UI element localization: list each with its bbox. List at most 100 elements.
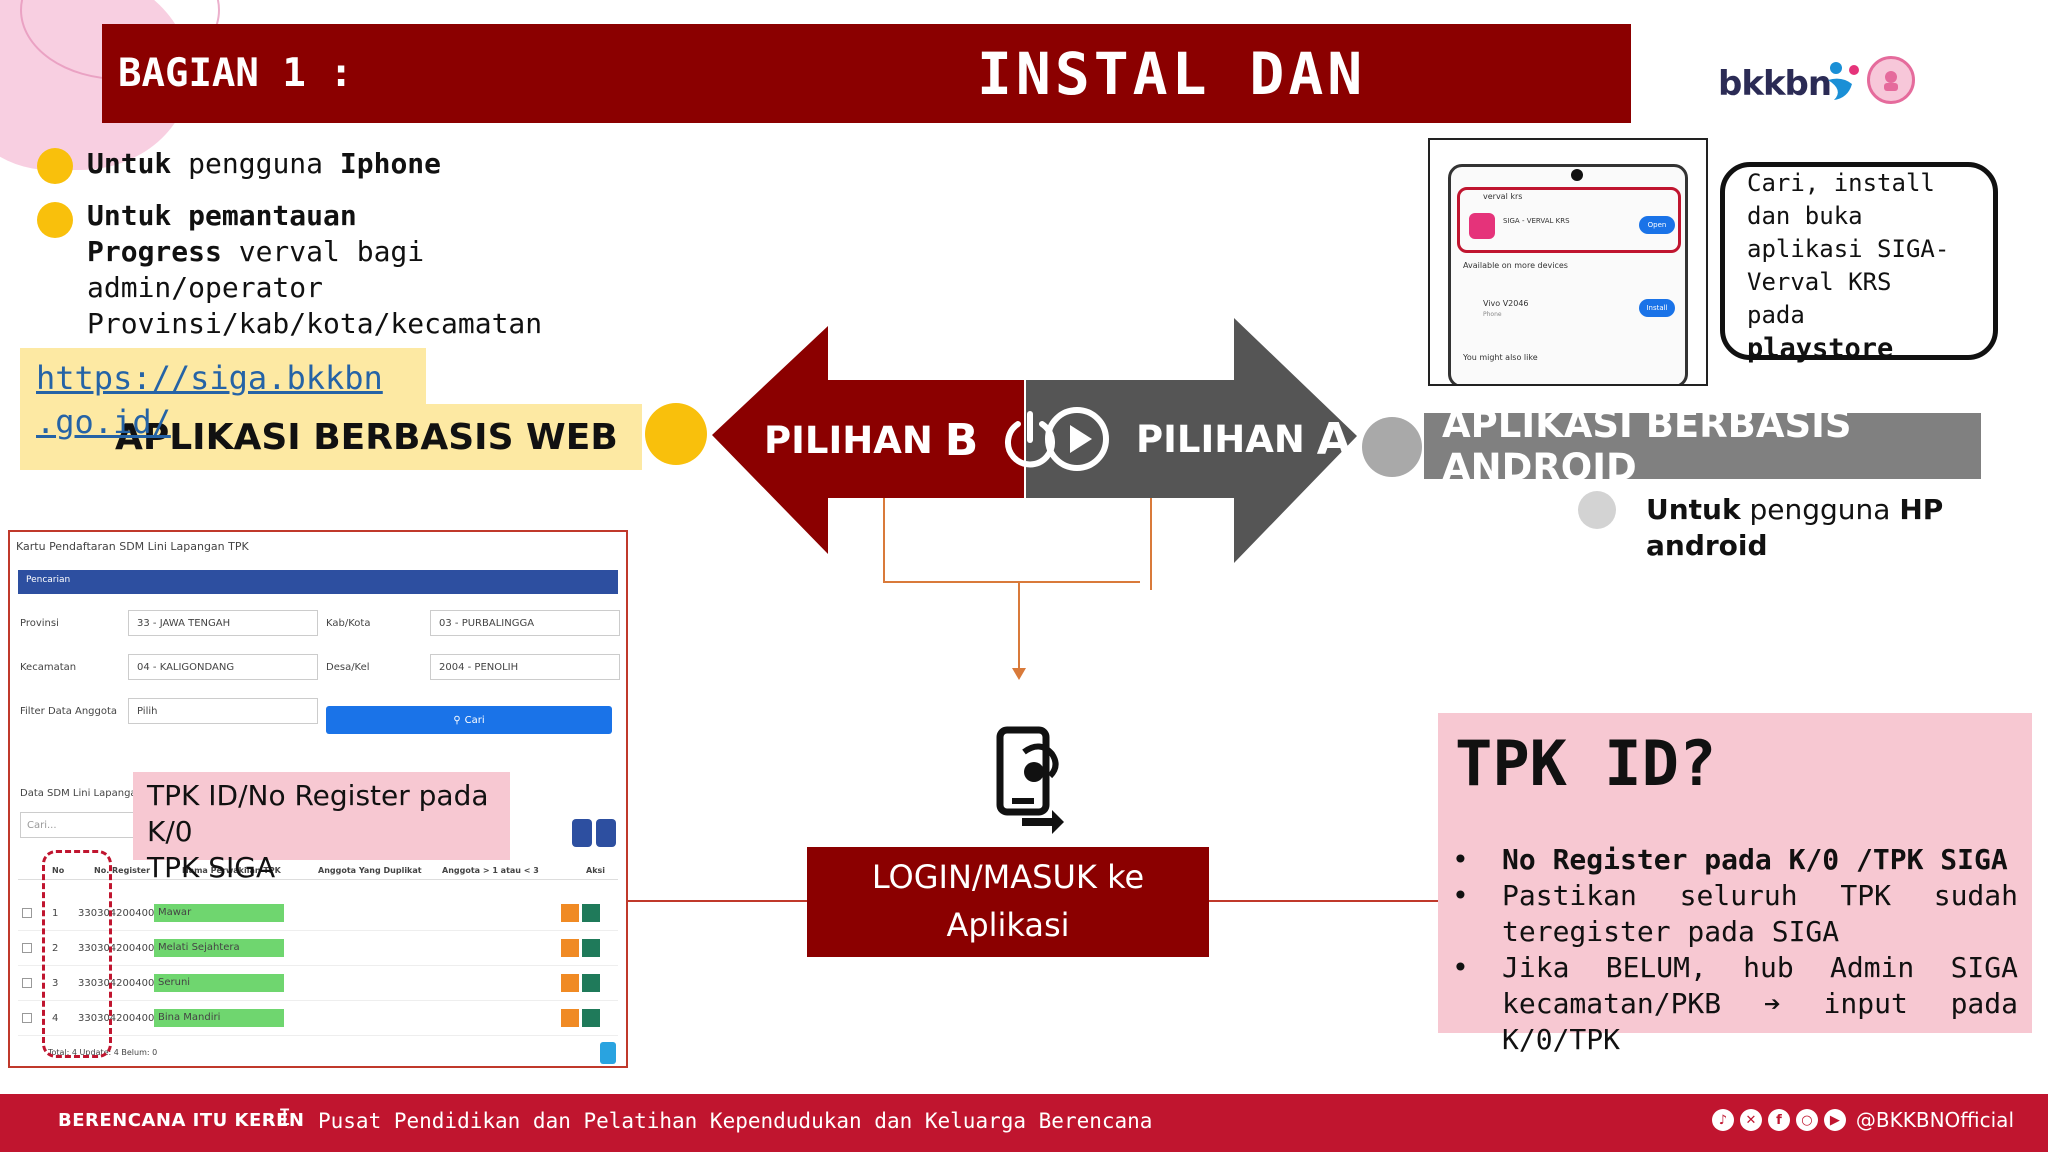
callout-line: pada	[1747, 301, 1805, 329]
banner-part1: BAGIAN 1 :	[118, 51, 353, 96]
detail-icon[interactable]	[561, 974, 579, 992]
banner-part2: INSTAL DAN	[977, 39, 1367, 108]
android-user-line: Untuk pengguna HP android	[1646, 492, 2048, 564]
bullet-dot: •	[1452, 951, 1469, 984]
bullet-dot: •	[1452, 879, 1469, 912]
callout-line: Verval KRS	[1747, 268, 1892, 296]
tiktok-icon[interactable]: ♪	[1711, 1109, 1734, 1131]
tpk-list-item: • No Register pada K/0 /TPK SIGA	[1452, 842, 2018, 878]
pilihan-a-label: PILIHAN	[1136, 417, 1305, 461]
filter-select[interactable]: Pilih	[128, 698, 318, 724]
col-header: Nama Perwakilan TPK	[182, 866, 281, 875]
row-checkbox[interactable]	[22, 1013, 32, 1023]
row-name: Mawar	[154, 904, 284, 922]
url-line1[interactable]: https://siga.bkkbn	[36, 359, 383, 397]
edit-icon[interactable]	[582, 974, 600, 992]
row-no: 4	[52, 1012, 59, 1024]
login-instruction: LOGIN/MASUK ke Aplikasi dengan TPK ID	[807, 847, 1209, 993]
pilihan-b[interactable]: PILIHAN B	[764, 410, 1060, 470]
login-line2-bold: TPK ID	[1006, 952, 1141, 993]
callout-playstore: playstore	[1747, 333, 1894, 364]
tpk-list-item: • Jika BELUM, hub Admin SIGA kecamatan/P…	[1452, 950, 2018, 1058]
phone-search-text: verval krs	[1483, 192, 1523, 201]
export-button[interactable]	[572, 819, 592, 847]
row-checkbox[interactable]	[22, 978, 32, 988]
kabkota-select[interactable]: 03 - PURBALINGGA	[430, 610, 620, 636]
row-checkbox[interactable]	[22, 908, 32, 918]
gray-dot-icon	[1362, 417, 1422, 477]
search-button[interactable]: ⚲ Cari	[326, 706, 612, 734]
tpk-item-text: Jika BELUM, hub Admin SIGA kecamatan/PKB…	[1502, 951, 2018, 1056]
pilihan-a[interactable]: PILIHAN A	[1044, 406, 1351, 472]
form-label: Desa/Kel	[326, 662, 370, 673]
monitoring-line4: Provinsi/kab/kota/kecamatan	[87, 307, 543, 340]
edit-icon[interactable]	[582, 1009, 600, 1027]
bullet-dot: •	[1452, 843, 1469, 876]
row-name: Melati Sejahtera	[154, 939, 284, 957]
print-button[interactable]	[596, 819, 616, 847]
table-row[interactable]: 4 3303042004004 Bina Mandiri	[18, 1001, 618, 1036]
row-register: 3303042004001	[78, 907, 161, 919]
table-row[interactable]: 2 3303042004002 Melati Sejahtera	[18, 931, 618, 966]
monitoring-line2-bold: Progress	[87, 235, 222, 268]
table-row[interactable]: 3 3303042004003 Seruni	[18, 966, 618, 1001]
web-app-label: APLIKASI BERBASIS WEB	[20, 404, 642, 470]
power-icon	[1005, 411, 1056, 468]
phone-might-like: You might also like	[1463, 353, 1538, 362]
row-register: 3303042004002	[78, 942, 161, 954]
web-app-label-text: APLIKASI BERBASIS WEB	[115, 416, 618, 458]
logo-text: bkkbn	[1718, 64, 1832, 104]
social-links: ♪ ✕ f ○ ▶ @BKKBNOfficial	[1711, 1108, 2014, 1132]
phone-app-name: SIGA - VERVAL KRS	[1503, 217, 1570, 225]
desa-select[interactable]: 2004 - PENOLIH	[430, 654, 620, 680]
detail-icon[interactable]	[561, 1009, 579, 1027]
arrow-b-shape	[712, 326, 1024, 554]
monitoring-line3: admin/operator	[87, 271, 324, 304]
table-row[interactable]: 1 3303042004001 Mawar	[18, 896, 618, 931]
playstore-screenshot: verval krs SIGA - VERVAL KRS Open Availa…	[1428, 138, 1708, 386]
iphone-line-bold2: Iphone	[339, 147, 442, 180]
edit-icon[interactable]	[582, 904, 600, 922]
col-header: Anggota > 1 atau < 3	[442, 866, 539, 875]
phone-more-devices: Available on more devices	[1463, 261, 1568, 270]
facebook-icon[interactable]: f	[1767, 1109, 1790, 1131]
callout-line: Cari, install	[1747, 169, 1935, 197]
url-line2[interactable]: .go.id/	[36, 403, 171, 441]
gray-bullet-icon	[1578, 491, 1616, 529]
callout-line: dan buka	[1747, 202, 1863, 230]
hp-bold1: Untuk	[1646, 493, 1741, 526]
detail-icon[interactable]	[561, 939, 579, 957]
pilihan-b-letter: B	[944, 414, 979, 466]
iphone-line: Untuk pengguna Iphone	[87, 146, 441, 182]
pilihan-a-letter: A	[1316, 413, 1351, 465]
col-header: Aksi	[586, 866, 606, 875]
kecamatan-select[interactable]: 04 - KALIGONDANG	[128, 654, 318, 680]
table-search-input[interactable]: Cari...	[20, 812, 140, 838]
social-handle[interactable]: @BKKBNOfficial	[1855, 1108, 2014, 1132]
arrow-a-shape	[1026, 318, 1357, 563]
open-button[interactable]: Open	[1639, 216, 1675, 234]
phone-login-icon	[996, 726, 1064, 834]
hp-rest: pengguna	[1740, 493, 1900, 526]
pagination-button[interactable]	[600, 1042, 616, 1064]
hp-bold2: HP android	[1646, 493, 1944, 562]
table-body: 1 3303042004001 Mawar 2 3303042004002 Me…	[18, 896, 618, 1036]
form-label: Kecamatan	[20, 662, 77, 673]
edit-icon[interactable]	[582, 939, 600, 957]
search-button-label: Cari	[464, 714, 485, 726]
login-line2-pre: dengan	[875, 954, 1006, 992]
callout-line: aplikasi SIGA-	[1747, 235, 1950, 263]
footer-separator: I	[278, 1106, 292, 1131]
province-select[interactable]: 33 - JAWA TENGAH	[128, 610, 318, 636]
detail-icon[interactable]	[561, 904, 579, 922]
row-checkbox[interactable]	[22, 943, 32, 953]
instagram-icon[interactable]: ○	[1795, 1109, 1818, 1131]
x-icon[interactable]: ✕	[1739, 1109, 1762, 1131]
phone-device-sub: Phone	[1483, 311, 1502, 318]
youtube-icon[interactable]: ▶	[1823, 1109, 1846, 1131]
install-button[interactable]: Install	[1639, 299, 1675, 317]
connector-arrowhead	[1012, 668, 1026, 680]
row-register: 3303042004003	[78, 977, 161, 989]
form-label: Kab/Kota	[326, 618, 371, 629]
siga-url-link[interactable]: https://siga.bkkbn .go.id/	[36, 356, 383, 444]
